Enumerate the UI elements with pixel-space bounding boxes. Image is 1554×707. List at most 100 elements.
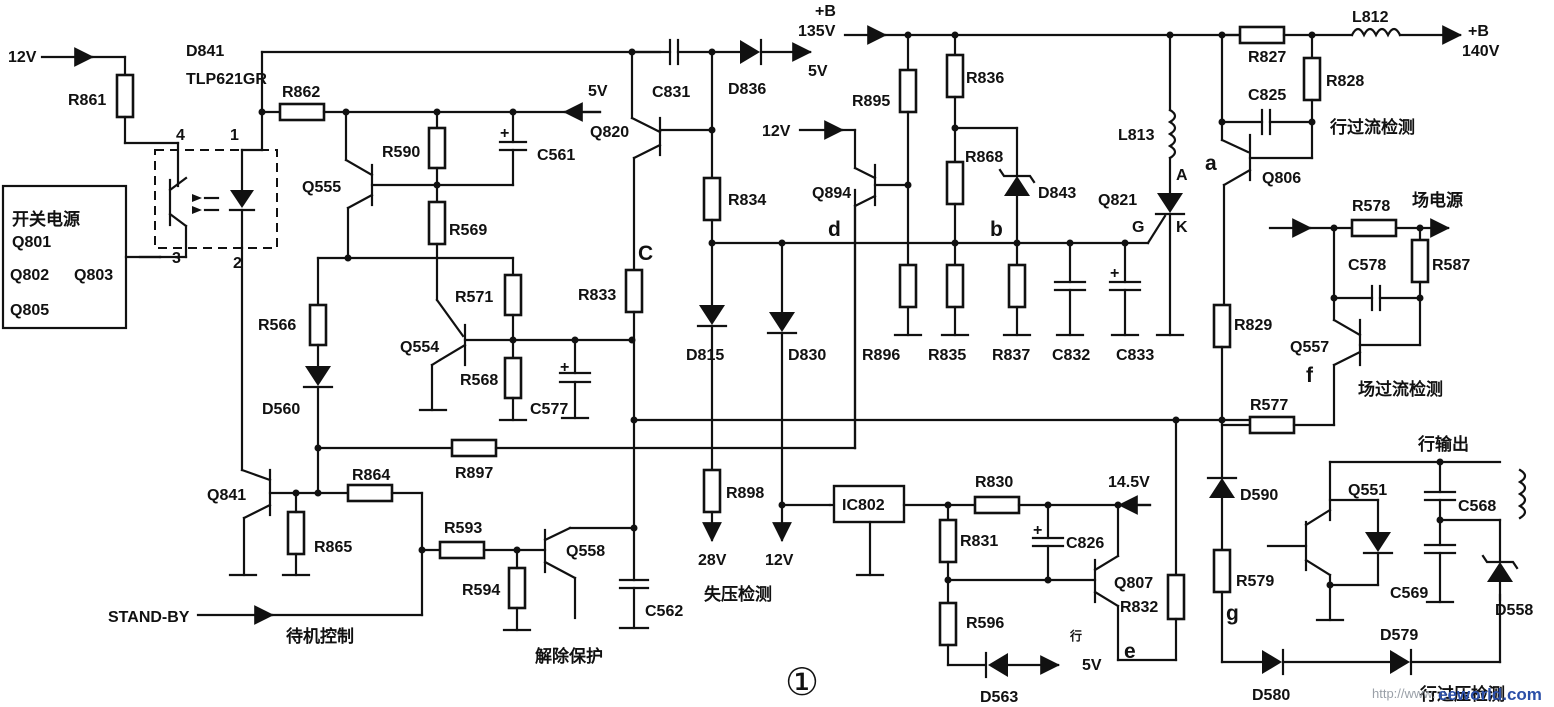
svg-text:A: A <box>1176 167 1188 184</box>
svg-text:R587: R587 <box>1432 257 1470 274</box>
svg-text:R596: R596 <box>966 615 1004 632</box>
d560-diode <box>305 366 331 386</box>
svg-text:C568: C568 <box>1458 498 1496 515</box>
r830-resistor <box>973 495 1021 515</box>
svg-text:Q801: Q801 <box>12 234 51 251</box>
d558-zener <box>1487 562 1513 582</box>
svg-text:4: 4 <box>176 127 185 144</box>
svg-text:Q803: Q803 <box>74 267 113 284</box>
node-f: f <box>1306 364 1314 387</box>
svg-text:D590: D590 <box>1240 487 1278 504</box>
svg-text:+: + <box>560 359 569 376</box>
r587-resistor <box>1410 238 1430 284</box>
svg-text:5V: 5V <box>1082 657 1102 674</box>
svg-text:R827: R827 <box>1248 49 1286 66</box>
svg-text:R571: R571 <box>455 289 493 306</box>
r577-resistor <box>1248 415 1296 435</box>
svg-text:R831: R831 <box>960 533 998 550</box>
d579-diode <box>1390 650 1410 674</box>
svg-text:R868: R868 <box>965 149 1003 166</box>
svg-text:R896: R896 <box>862 347 900 364</box>
r829-resistor <box>1212 303 1232 349</box>
svg-text:R862: R862 <box>282 84 320 101</box>
r569-resistor <box>427 200 447 246</box>
r832-resistor <box>1166 573 1186 621</box>
svg-text:Q551: Q551 <box>1348 482 1387 499</box>
r837-resistor <box>1007 263 1027 309</box>
line-output-label: 行输出 <box>1417 434 1469 455</box>
svg-text:+B: +B <box>1468 23 1489 40</box>
d590-diode <box>1209 478 1235 498</box>
svg-text:R864: R864 <box>352 467 390 484</box>
node-c: C <box>638 242 653 265</box>
svg-text:L812: L812 <box>1352 9 1389 26</box>
svg-text:Q807: Q807 <box>1114 575 1153 592</box>
svg-text:Q820: Q820 <box>590 124 629 141</box>
svg-text:R832: R832 <box>1120 599 1158 616</box>
r864-resistor <box>346 483 394 503</box>
svg-text:C569: C569 <box>1390 585 1428 602</box>
r578-resistor <box>1350 218 1398 238</box>
r566-resistor <box>308 303 328 347</box>
watermark-prefix: http://www. <box>1372 686 1436 701</box>
d580-diode <box>1262 650 1282 674</box>
d836-diode <box>740 40 760 64</box>
svg-text:14.5V: 14.5V <box>1108 474 1150 491</box>
svg-text:5V: 5V <box>808 63 828 80</box>
d843-zener <box>1004 176 1030 196</box>
r862-resistor <box>278 102 326 122</box>
r836-resistor <box>945 53 965 99</box>
svg-text:Q821: Q821 <box>1098 192 1137 209</box>
undervolt-detect-label: 失压检测 <box>704 584 772 605</box>
svg-text:+: + <box>500 125 509 142</box>
svg-text:R829: R829 <box>1234 317 1272 334</box>
figure-number: ① <box>785 660 819 704</box>
r834-resistor <box>702 176 722 222</box>
svg-text:D558: D558 <box>1495 602 1533 619</box>
svg-text:Q558: Q558 <box>566 543 605 560</box>
r833-resistor <box>624 268 644 314</box>
r590-resistor <box>427 126 447 170</box>
svg-text:Q555: Q555 <box>302 179 341 196</box>
svg-text:L813: L813 <box>1118 127 1155 144</box>
svg-text:C831: C831 <box>652 84 690 101</box>
r861-resistor <box>115 73 135 119</box>
svg-text:R566: R566 <box>258 317 296 334</box>
svg-text:5V: 5V <box>588 83 608 100</box>
r896-resistor <box>898 263 918 309</box>
svg-text:C578: C578 <box>1348 257 1386 274</box>
svg-text:R594: R594 <box>462 582 500 599</box>
svg-text:+: + <box>1110 265 1119 282</box>
svg-text:R577: R577 <box>1250 397 1288 414</box>
svg-text:D843: D843 <box>1038 185 1076 202</box>
svg-text:Q557: Q557 <box>1290 339 1329 356</box>
svg-text:D579: D579 <box>1380 627 1418 644</box>
svg-text:Q894: Q894 <box>812 185 851 202</box>
r898-resistor <box>702 468 722 514</box>
node-b: b <box>990 218 1003 241</box>
left-section <box>1 47 857 632</box>
node-g: g <box>1226 602 1239 625</box>
r596-resistor <box>938 601 958 647</box>
svg-text:R828: R828 <box>1326 73 1364 90</box>
optocoupler-part: TLP621GR <box>186 71 267 88</box>
svg-text:R865: R865 <box>314 539 352 556</box>
svg-text:Q802: Q802 <box>10 267 49 284</box>
line-overcurrent-label: 行过流检测 <box>1329 117 1415 138</box>
r593-resistor <box>438 540 486 560</box>
d830-diode <box>769 312 795 332</box>
svg-text:1: 1 <box>230 127 239 144</box>
svg-text:3: 3 <box>172 250 181 267</box>
r868-resistor <box>945 160 965 206</box>
svg-text:Q806: Q806 <box>1262 170 1301 187</box>
optocoupler-name: D841 <box>186 43 224 60</box>
svg-text:IC802: IC802 <box>842 497 885 514</box>
cap-polarity: + + + + <box>500 125 1119 539</box>
r828-resistor <box>1302 56 1322 102</box>
svg-text:R897: R897 <box>455 465 493 482</box>
r895-resistor <box>898 68 918 114</box>
svg-text:140V: 140V <box>1462 43 1500 60</box>
d563-diode <box>988 653 1008 677</box>
svg-text:D836: D836 <box>728 81 766 98</box>
svg-text:R833: R833 <box>578 287 616 304</box>
